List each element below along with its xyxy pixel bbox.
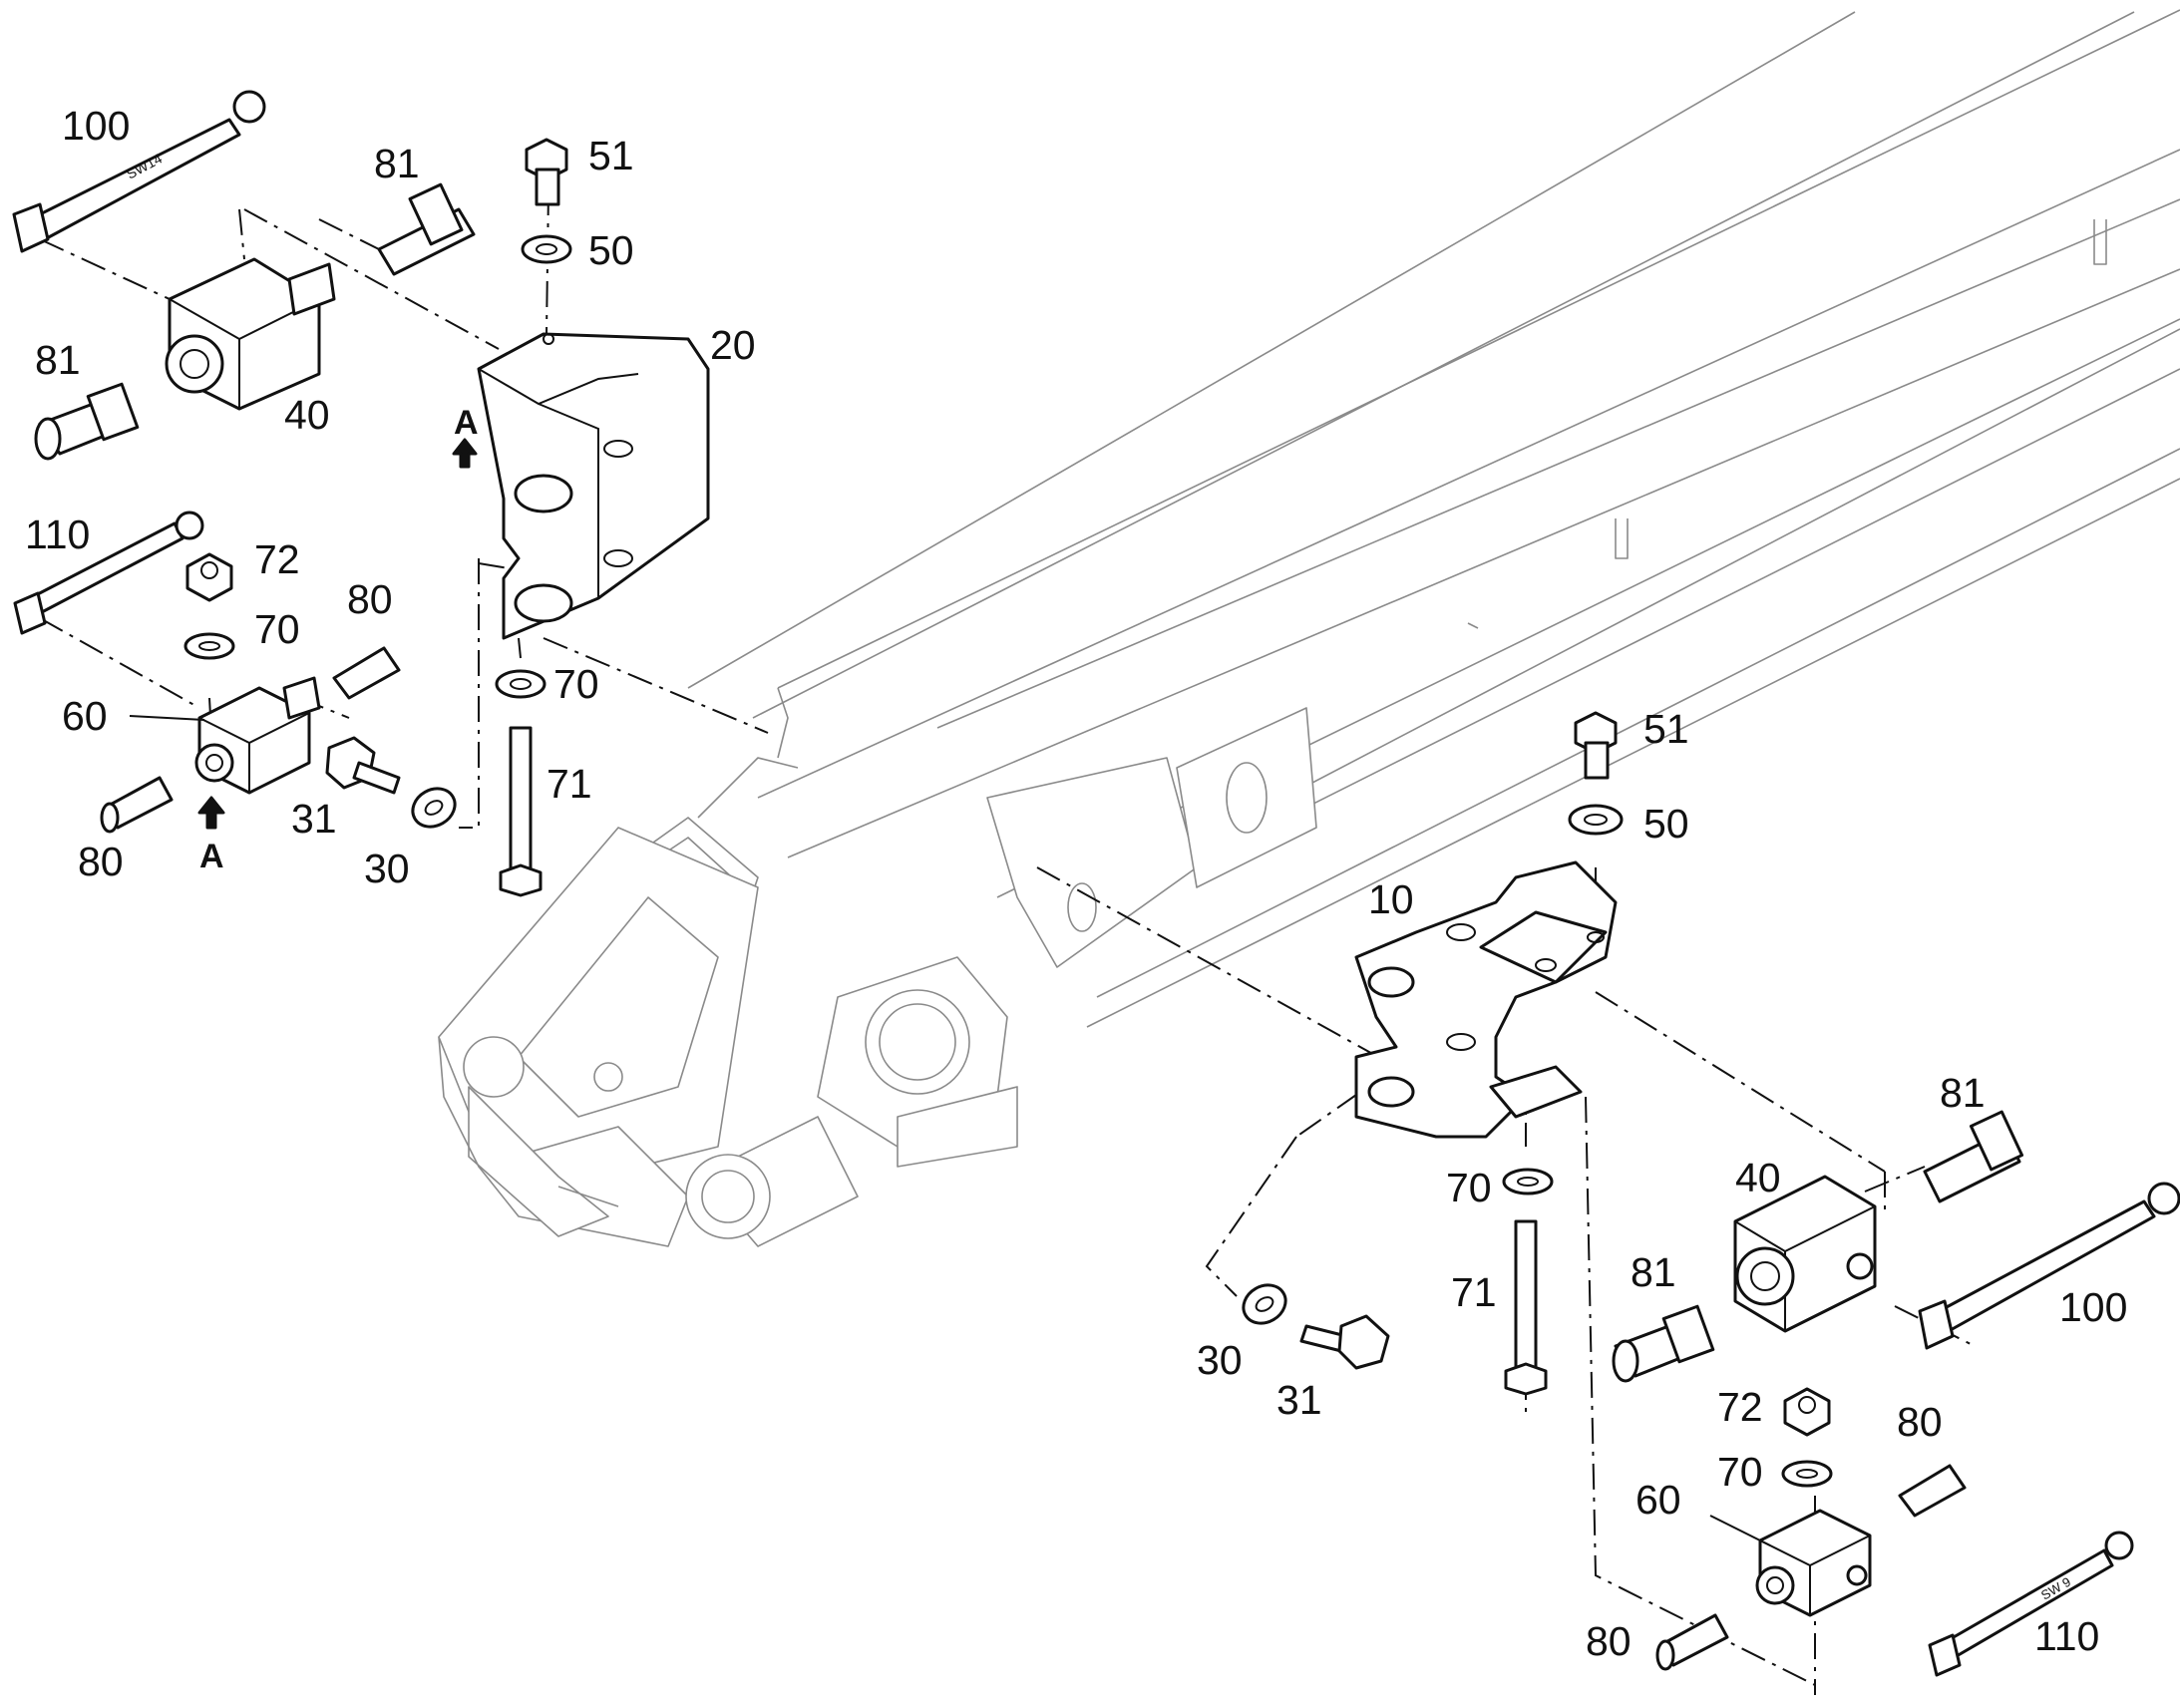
- callout-100-right: 100: [2059, 1284, 2127, 1330]
- bolt-71-left: [499, 726, 543, 897]
- washer-50-right: [1568, 804, 1624, 836]
- callout-71-left: 71: [546, 761, 592, 807]
- callout-70-left: 70: [254, 606, 300, 652]
- callout-20: 20: [710, 322, 756, 368]
- valve-60-left: [194, 676, 321, 795]
- crane-boom: [438, 9, 2180, 1247]
- fitting-81-right: [1612, 1304, 1715, 1383]
- callout-60-left: 60: [62, 693, 108, 739]
- bolt-31-right: [1299, 1314, 1390, 1370]
- callout-70-right-low: 70: [1717, 1449, 1763, 1495]
- callout-72-right: 72: [1717, 1384, 1763, 1430]
- callout-30-left: 30: [364, 846, 410, 891]
- bolt-51-right: [1574, 711, 1618, 780]
- bolt-31-left: [325, 736, 401, 795]
- fitting-80-right-top: [1898, 1464, 1967, 1518]
- wrench-100-right: [1918, 1182, 2180, 1350]
- callout-40-right: 40: [1735, 1155, 1781, 1200]
- callout-labels: 100 81 51 50 20 81 40 110 72 70 80 60 70…: [25, 103, 2127, 1664]
- callout-10: 10: [1368, 876, 1414, 922]
- callout-40-left: 40: [284, 392, 330, 438]
- leader-lines: [129, 715, 1771, 1546]
- washer-70-right: [1502, 1168, 1554, 1196]
- nut-72-right: [1783, 1387, 1831, 1437]
- callout-50-top: 50: [588, 227, 634, 273]
- fitting-80-left-bottom: [100, 776, 174, 834]
- callout-70-mid: 70: [553, 661, 599, 707]
- callout-71-right: 71: [1451, 1269, 1497, 1315]
- valve-40-left: [165, 257, 336, 411]
- fitting-80-left-top: [332, 646, 401, 700]
- washer-70-left: [183, 632, 235, 660]
- callout-80-left-bottom: 80: [78, 839, 124, 884]
- assembly-lines: [39, 188, 1976, 1695]
- callout-81-top: 81: [374, 141, 420, 186]
- callout-50-right: 50: [1643, 801, 1689, 847]
- right-assembly: SW 9: [1242, 711, 2180, 1677]
- callout-51-top: 51: [588, 133, 634, 178]
- washer-70-right-low: [1781, 1460, 1833, 1488]
- callout-81-right-top: 81: [1940, 1070, 1986, 1116]
- bracket-10: [1354, 860, 1618, 1139]
- callout-81-left: 81: [35, 337, 81, 383]
- bracket-20: [477, 332, 710, 640]
- wrench-110-left: [13, 511, 204, 635]
- callout-100-left: 100: [62, 103, 130, 149]
- valve-60-right: [1755, 1509, 1872, 1617]
- fitting-81-left: [34, 382, 140, 461]
- left-assembly: SW14: [12, 90, 710, 897]
- valve-40-right: [1733, 1175, 1877, 1333]
- callout-70-right: 70: [1446, 1165, 1492, 1210]
- callout-60-right: 60: [1635, 1477, 1681, 1523]
- callout-31-left: 31: [291, 796, 337, 842]
- washer-30-left: [411, 787, 457, 829]
- callout-30-right: 30: [1197, 1337, 1243, 1383]
- callout-81-right: 81: [1631, 1249, 1676, 1295]
- callout-31-right: 31: [1276, 1377, 1322, 1423]
- callout-51-right: 51: [1643, 706, 1689, 752]
- fitting-81-right-top: [1923, 1110, 2024, 1203]
- washer-50-top: [521, 234, 572, 264]
- section-label-A-bottom: A: [199, 838, 224, 875]
- bolt-71-right: [1504, 1219, 1548, 1396]
- callout-80-right-top: 80: [1897, 1399, 1943, 1445]
- washer-70-mid: [495, 669, 546, 699]
- wrench-100-left: SW14: [12, 90, 266, 253]
- callout-110-left: 110: [25, 512, 90, 557]
- bolt-51-top: [525, 138, 568, 206]
- section-arrow-left: [197, 438, 478, 830]
- fitting-81-top: [377, 182, 476, 276]
- washer-30-right: [1242, 1283, 1287, 1325]
- nut-72-left: [185, 552, 233, 602]
- callout-72-left: 72: [254, 536, 300, 582]
- section-label-A-top: A: [454, 404, 479, 442]
- callout-80-left-top: 80: [347, 576, 393, 622]
- callout-110-right: 110: [2034, 1613, 2099, 1659]
- fitting-80-right-bottom: [1655, 1613, 1729, 1671]
- callout-80-right-bottom: 80: [1586, 1618, 1632, 1664]
- wrench-110-right: SW 9: [1928, 1531, 2134, 1677]
